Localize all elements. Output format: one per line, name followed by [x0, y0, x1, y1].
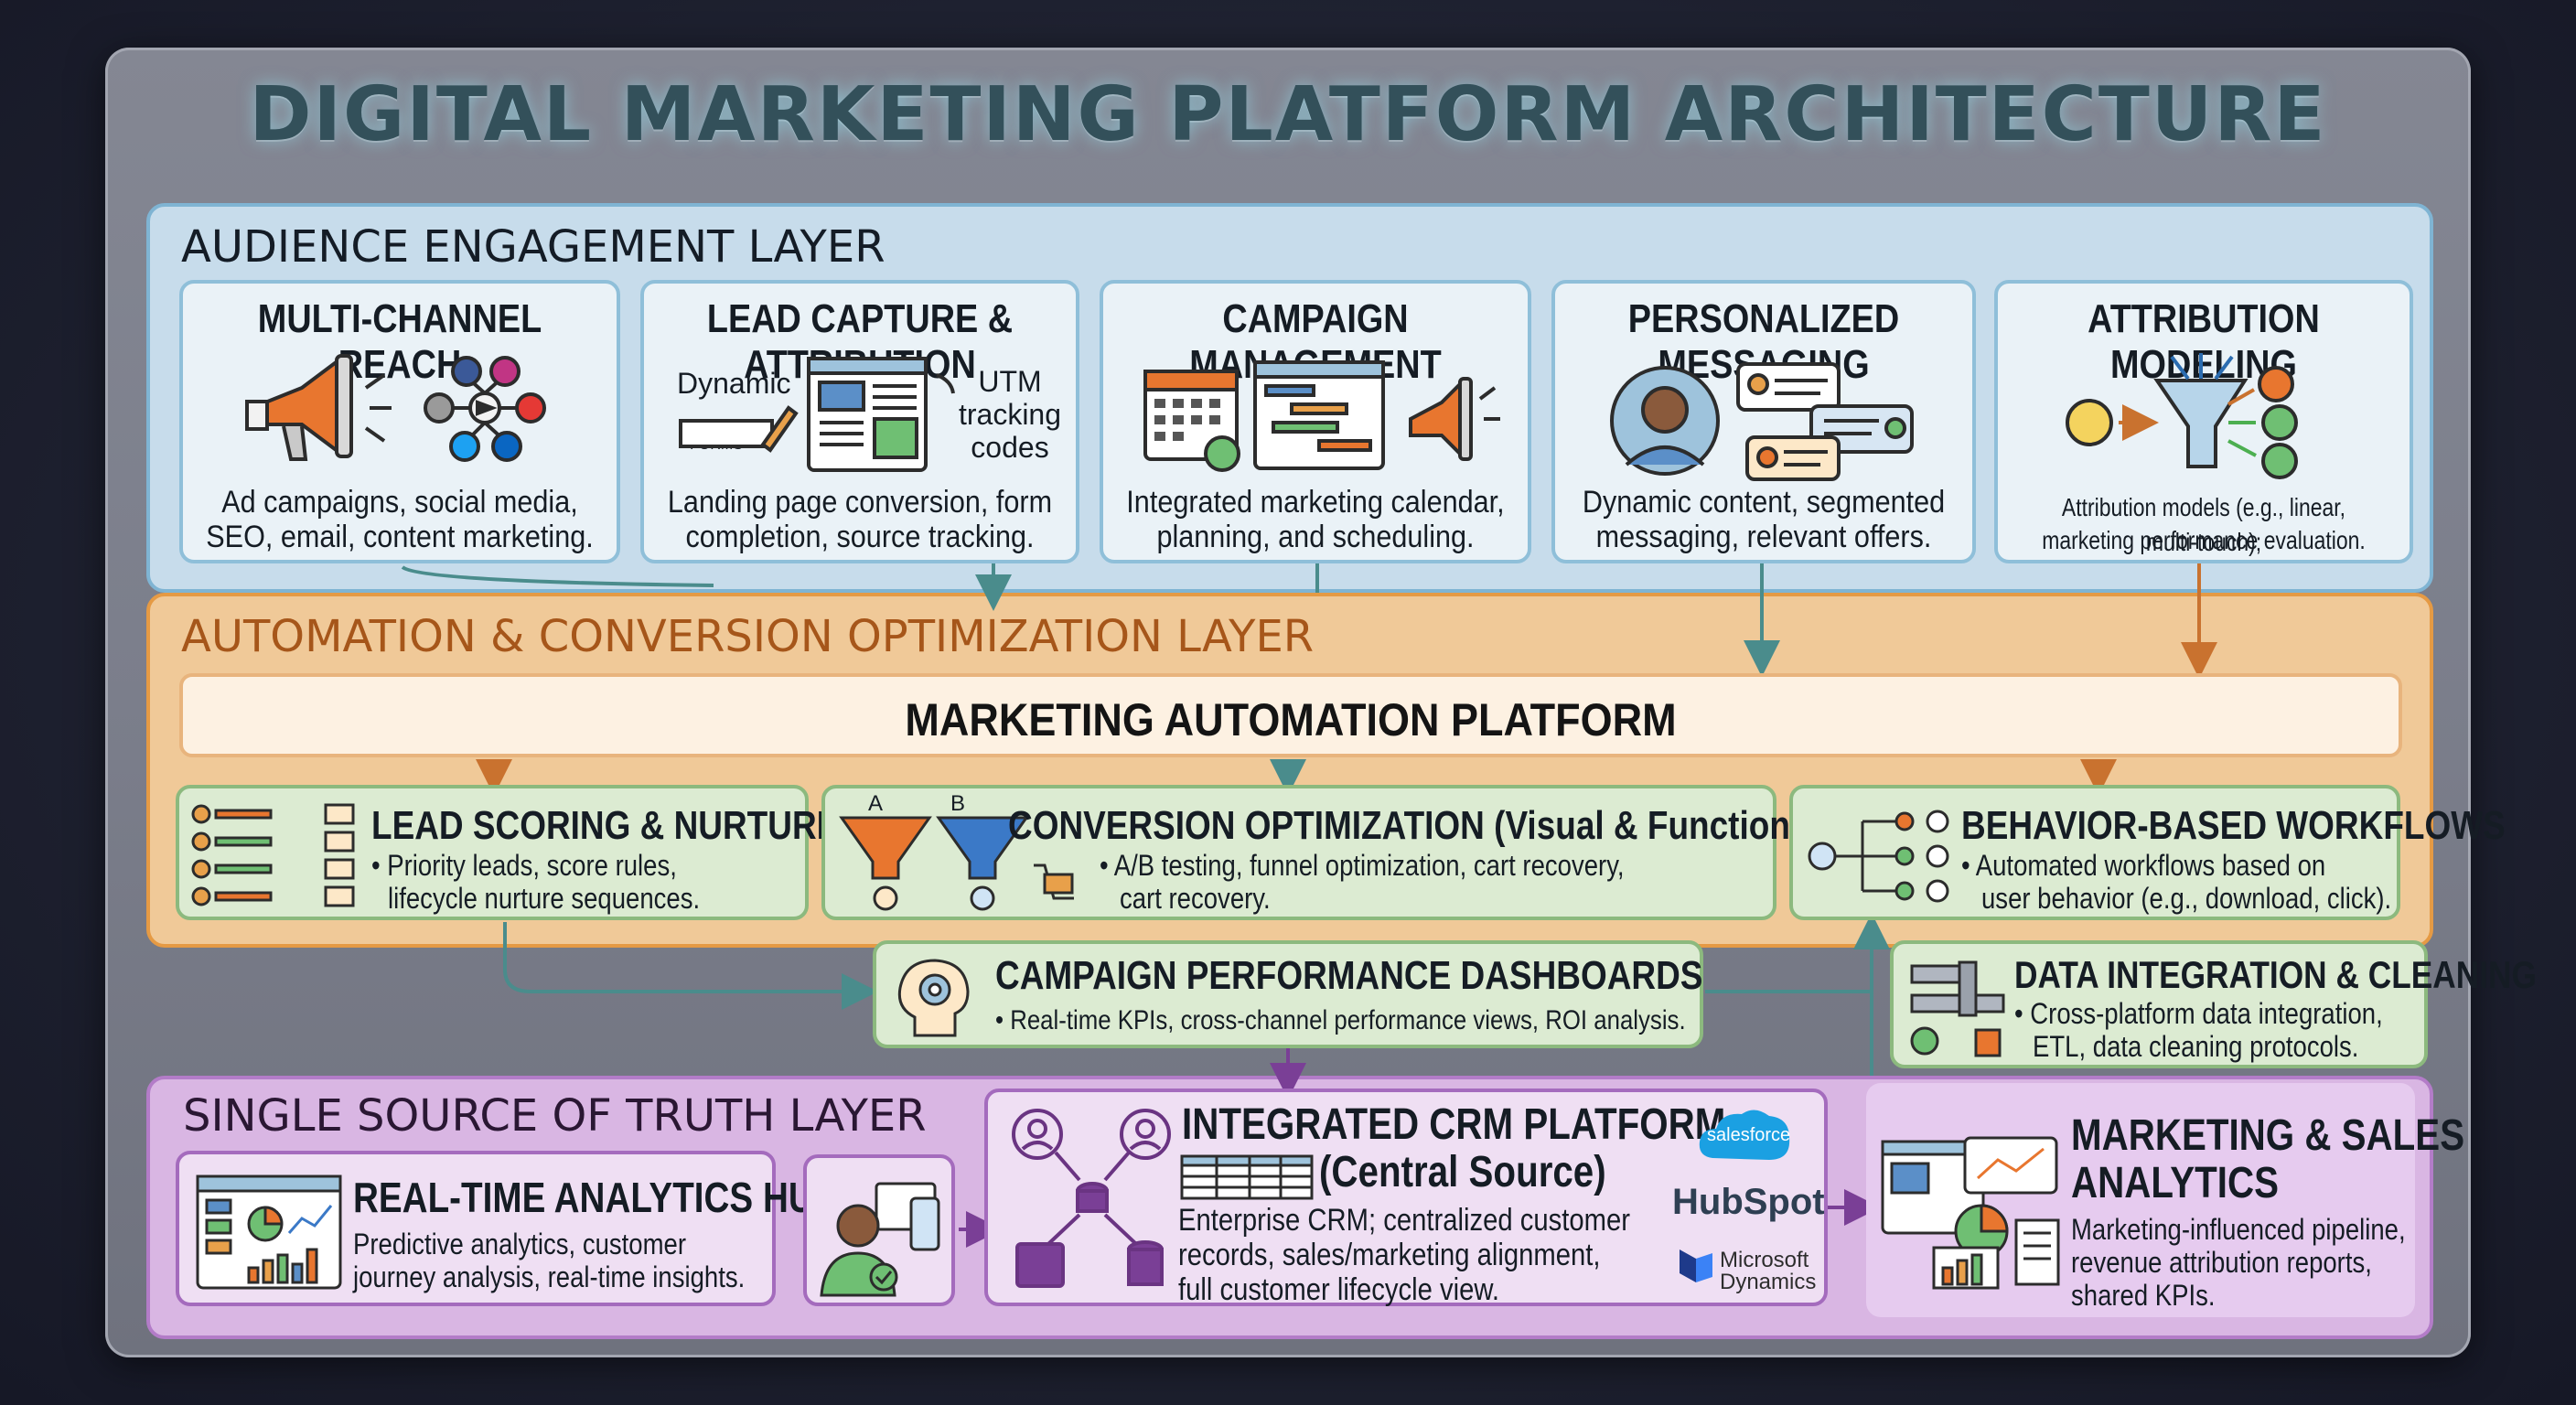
card-desc-line1: • A/B testing, funnel optimization, cart…: [1100, 849, 1625, 882]
crm-title-line2: (Central Source): [1319, 1148, 1606, 1196]
ab-funnel-cart-icon: [839, 816, 1074, 911]
card-desc-line2: journey analysis, real-time insights.: [353, 1260, 746, 1293]
card-title: MULTI-CHANNEL REACH: [257, 296, 542, 387]
card-marketing-sales-analytics[interactable]: MARKETING & SALES ANALYTICS Marketing-in…: [1866, 1083, 2464, 1317]
person-chat-icon: [1610, 362, 1914, 481]
sales-desc-line2: revenue attribution reports,: [2071, 1246, 2372, 1279]
card-multi-channel-reach[interactable]: MULTI-CHANNEL REACH Ad campaigns, social…: [179, 280, 620, 563]
card-desc-line2: planning, and scheduling.: [1156, 520, 1475, 554]
landing-page-icon: [679, 357, 955, 472]
analytics-dashboard-icon: [196, 1174, 342, 1290]
brain-gear-icon: [897, 959, 970, 1037]
card-campaign-dashboards[interactable]: CAMPAIGN PERFORMANCE DASHBOARDS • Real-t…: [873, 940, 1703, 1048]
arrow-lead-to-dash: [503, 922, 878, 1010]
arrow-multichannel-curve: [401, 565, 714, 587]
card-personalized-messaging[interactable]: PERSONALIZED MESSAGING Dynamic content, …: [1551, 280, 1976, 563]
megaphone-social-icon: [245, 354, 546, 462]
truth-layer-title: SINGLE SOURCE OF TRUTH LAYER: [183, 1090, 927, 1142]
lead-scoring-icon: [191, 803, 355, 907]
card-lead-capture[interactable]: LEAD CAPTURE & ATTRIBUTION Dynamic FORMS…: [640, 280, 1079, 563]
card-desc-line2: SEO, email, content marketing.: [206, 520, 594, 554]
card-desc-line2: ETL, data cleaning protocols.: [2033, 1030, 2359, 1063]
crm-desc-line1: Enterprise CRM; centralized customer: [1178, 1203, 1631, 1238]
card-desc: • Real-time KPIs, cross-channel performa…: [995, 1005, 1686, 1035]
card-title: DATA INTEGRATION & CLEANING: [2014, 953, 2537, 996]
card-desc-line1: Attribution models (e.g., linear, multi-…: [2061, 493, 2346, 556]
card-desc-line2: user behavior (e.g., download, click).: [1981, 882, 2392, 915]
crm-network-icon: [1012, 1109, 1171, 1288]
card-desc-line2: lifecycle nurture sequences.: [388, 882, 701, 915]
card-data-integration[interactable]: DATA INTEGRATION & CLEANING • Cross-plat…: [1890, 940, 2537, 1068]
card-title: LEAD CAPTURE & ATTRIBUTION: [706, 296, 1014, 387]
card-desc-line1: • Automated workflows based on: [1961, 849, 2326, 882]
card-lead-scoring[interactable]: LEAD SCORING & NURTURING (IA) • Priority…: [176, 785, 942, 920]
card-desc-line2: messaging, relevant offers.: [1595, 520, 1932, 554]
card-desc-line1: Predictive analytics, customer: [353, 1228, 687, 1260]
crm-desc-line2: records, sales/marketing alignment,: [1178, 1238, 1601, 1272]
platform-label: MARKETING AUTOMATION PLATFORM: [905, 694, 1677, 745]
funnel-percent-icon: [2066, 353, 2298, 479]
card-desc-line1: Landing page conversion, form: [667, 485, 1053, 520]
hubspot-logo: HubSpot: [1672, 1182, 1825, 1222]
automation-layer-title: AUTOMATION & CONVERSION OPTIMIZATION LAY…: [181, 611, 1315, 662]
sales-desc-line3: shared KPIs.: [2071, 1279, 2216, 1312]
card-desc-line2: cart recovery.: [1120, 882, 1271, 915]
sales-desc-line1: Marketing-influenced pipeline,: [2071, 1213, 2406, 1246]
salesforce-logo: [1699, 1110, 1790, 1160]
utm-label-1: UTM: [978, 365, 1042, 398]
marketing-automation-platform[interactable]: MARKETING AUTOMATION PLATFORM: [179, 673, 2402, 757]
dynamics-label: Dynamics: [1720, 1270, 1817, 1294]
card-title: REAL-TIME ANALYTICS HUB: [353, 1174, 840, 1221]
variant-a-label: A: [867, 791, 883, 816]
dynamic-label: Dynamic: [677, 367, 791, 400]
user-devices-card[interactable]: [803, 1154, 955, 1306]
workflow-icon: [1808, 810, 1949, 903]
engagement-layer-title: AUDIENCE ENGAGEMENT LAYER: [181, 221, 886, 273]
card-desc-line1: Dynamic content, segmented: [1582, 485, 1946, 520]
card-desc-line2: completion, source tracking.: [685, 520, 1035, 554]
card-desc-line1: • Priority leads, score rules,: [371, 849, 677, 882]
card-attribution-modeling[interactable]: ATTRIBUTION MODELING Attribution models …: [1994, 280, 2413, 563]
crm-desc-line3: full customer lifecycle view.: [1178, 1272, 1500, 1307]
microsoft-label: Microsoft: [1720, 1248, 1809, 1272]
card-realtime-analytics-hub[interactable]: REAL-TIME ANALYTICS HUB Predictive analy…: [176, 1151, 840, 1306]
utm-label-3: codes: [971, 431, 1049, 464]
sales-title-line1: MARKETING & SALES: [2071, 1111, 2465, 1160]
user-devices-icon: [820, 1182, 940, 1297]
card-title: CAMPAIGN PERFORMANCE DASHBOARDS: [995, 953, 1703, 998]
sales-analytics-icon: [1881, 1136, 2060, 1290]
card-title: BEHAVIOR-BASED WORKFLOWS: [1961, 803, 2506, 848]
card-conversion-optimization[interactable]: A B CONVERSION OPTIMIZATION (Visual & Fu…: [821, 785, 1830, 920]
card-desc-line2: marketing performance evaluation.: [2042, 526, 2366, 554]
crm-title-line1: INTEGRATED CRM PLATFORM: [1182, 1100, 1726, 1149]
utm-label-2: tracking: [958, 398, 1062, 431]
card-behavior-workflows[interactable]: BEHAVIOR-BASED WORKFLOWS • Automated wor…: [1789, 785, 2506, 920]
card-title: CONVERSION OPTIMIZATION (Visual & Functi…: [1008, 803, 1830, 848]
microsoft-dynamics-logo: [1680, 1249, 1712, 1282]
sales-title-line2: ANALYTICS: [2071, 1159, 2280, 1207]
calendar-gantt-icon: [1143, 360, 1500, 472]
variant-b-label: B: [950, 791, 965, 816]
card-campaign-management[interactable]: CAMPAIGN MANAGEMENT Integrated marketing…: [1100, 280, 1531, 563]
salesforce-label: salesforce: [1707, 1125, 1791, 1145]
card-desc-line1: • Cross-platform data integration,: [2014, 997, 2383, 1030]
crm-table-icon: [1180, 1154, 1314, 1200]
pipes-icon: [1910, 960, 2005, 1057]
page-title: DIGITAL MARKETING PLATFORM ARCHITECTURE: [249, 71, 2327, 158]
card-desc-line1: Integrated marketing calendar,: [1126, 485, 1505, 520]
card-desc-line1: Ad campaigns, social media,: [221, 485, 578, 520]
